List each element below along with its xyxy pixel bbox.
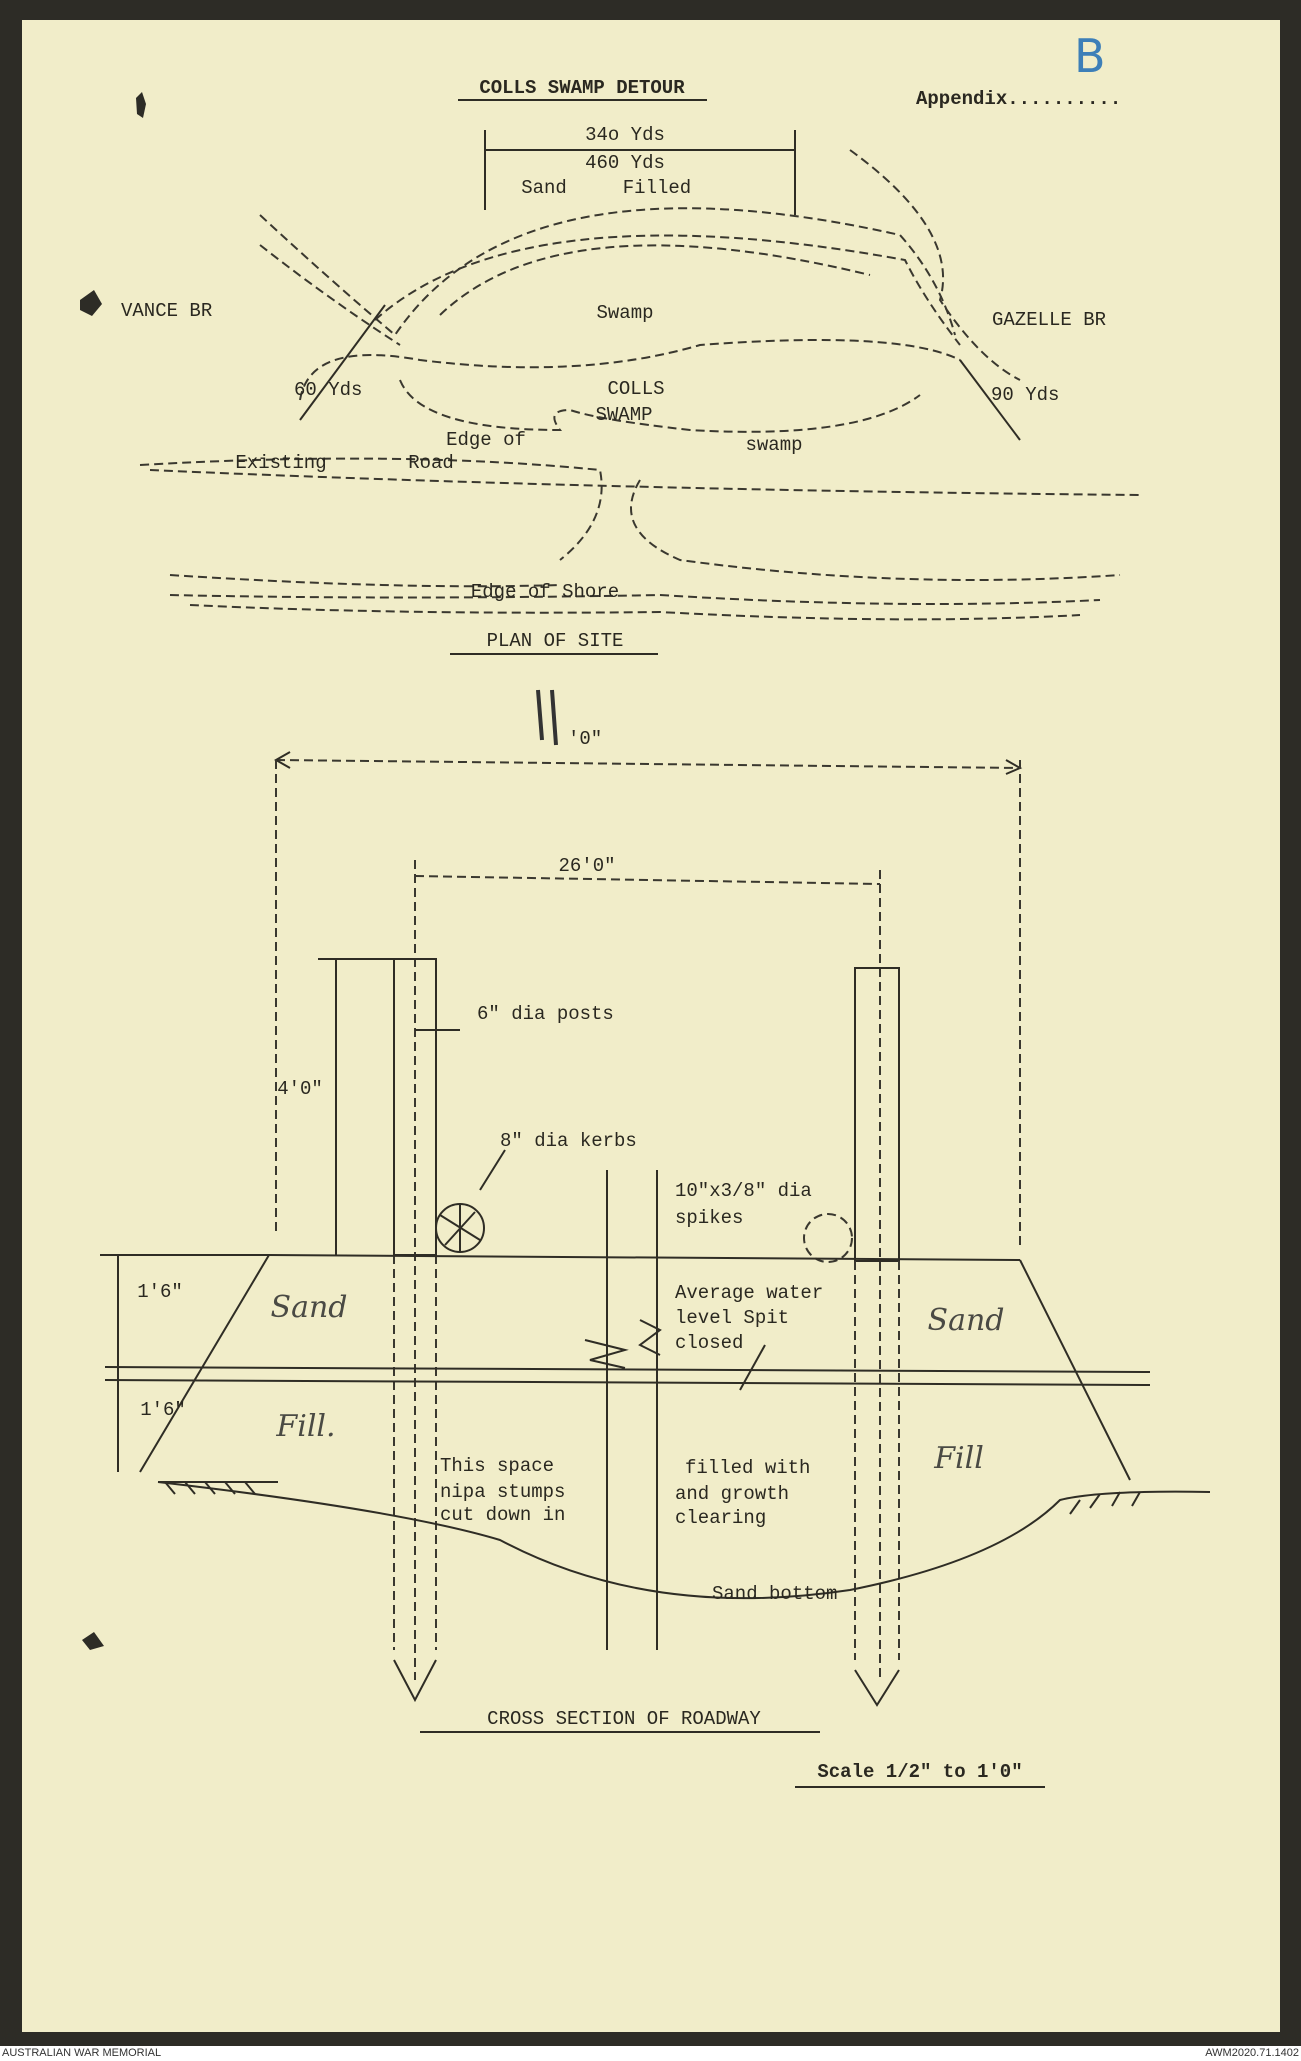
label-space-line2: nipa stumps xyxy=(440,1481,565,1503)
label-water-line1: Average water xyxy=(675,1282,823,1304)
footer: AUSTRALIAN WAR MEMORIAL AWM2020.71.1402 xyxy=(0,2046,1301,2061)
punch-hole-icon xyxy=(82,1632,104,1650)
label-fill-right: Fill xyxy=(933,1441,984,1476)
label-60-yds: 60 Yds xyxy=(294,379,362,401)
paper xyxy=(22,20,1280,2032)
dimension-posts: 26'0" xyxy=(558,855,615,877)
label-fill-left: Fill. xyxy=(275,1409,335,1444)
label-posts: 6" dia posts xyxy=(477,1003,614,1025)
label-sand-right: Sand xyxy=(928,1303,1005,1338)
appendix-label: Appendix.......... xyxy=(916,88,1121,110)
punch-hole-icon xyxy=(80,290,102,316)
plan-of-site: 34o Yds 460 Yds Sand Filled Swamp VANCE … xyxy=(121,124,1141,655)
dimension-outer: 34o Yds xyxy=(585,124,665,146)
label-filled-line2: and growth xyxy=(675,1483,789,1505)
label-space-line1: This space xyxy=(440,1455,554,1477)
dimension-inner: 460 Yds xyxy=(585,152,665,174)
dimension-post-height: 4'0" xyxy=(277,1078,323,1100)
footer-source: AUSTRALIAN WAR MEMORIAL xyxy=(2,2047,162,2059)
label-filled-line1: filled with xyxy=(685,1457,810,1479)
footer-id: AWM2020.71.1402 xyxy=(1205,2047,1299,2059)
label-water-line3: closed xyxy=(675,1332,743,1354)
label-road: Road xyxy=(408,452,454,474)
label-edge-of: Edge of xyxy=(446,429,526,451)
dimension-sand-layer: 1'6" xyxy=(137,1281,183,1303)
page-title: COLLS SWAMP DETOUR xyxy=(479,77,685,99)
punch-hole-icon xyxy=(136,92,146,118)
section-caption: CROSS SECTION OF ROADWAY xyxy=(487,1708,761,1730)
label-kerbs: 8" dia kerbs xyxy=(500,1130,637,1152)
label-swamp: Swamp xyxy=(596,302,653,324)
dimension-overall: '0" xyxy=(568,728,602,750)
label-water-line2: level Spit xyxy=(675,1307,789,1329)
label-colls-swamp: SWAMP xyxy=(595,404,652,426)
plan-caption: PLAN OF SITE xyxy=(487,630,624,652)
label-filled-line3: clearing xyxy=(675,1507,766,1529)
label-90-yds: 90 Yds xyxy=(991,384,1059,406)
label-filled: Filled xyxy=(623,177,691,199)
cross-section: '0" 26'0" 4'0" 6" dia posts 8" dia kerbs… xyxy=(100,689,1211,1788)
label-sand-bottom: Sand bottom xyxy=(712,1583,837,1605)
label-space-line3: cut down in xyxy=(440,1504,565,1526)
label-edge-of-shore: Edge of Shore xyxy=(471,581,619,603)
label-colls: COLLS xyxy=(607,378,664,400)
label-swamp-edge: swamp xyxy=(745,434,802,456)
scale-label: Scale 1/2" to 1'0" xyxy=(817,1761,1022,1783)
label-existing: Existing xyxy=(235,452,326,474)
label-sand: Sand xyxy=(521,177,567,199)
label-sand-left: Sand xyxy=(271,1290,348,1325)
label-spikes-line1: 10"x3/8" dia xyxy=(675,1180,812,1202)
label-vance-br: VANCE BR xyxy=(121,300,212,322)
dimension-fill-layer: 1'6" xyxy=(140,1399,186,1421)
label-spikes-line2: spikes xyxy=(675,1207,743,1229)
appendix-letter: B xyxy=(1074,29,1106,83)
label-gazelle-br: GAZELLE BR xyxy=(992,309,1106,331)
